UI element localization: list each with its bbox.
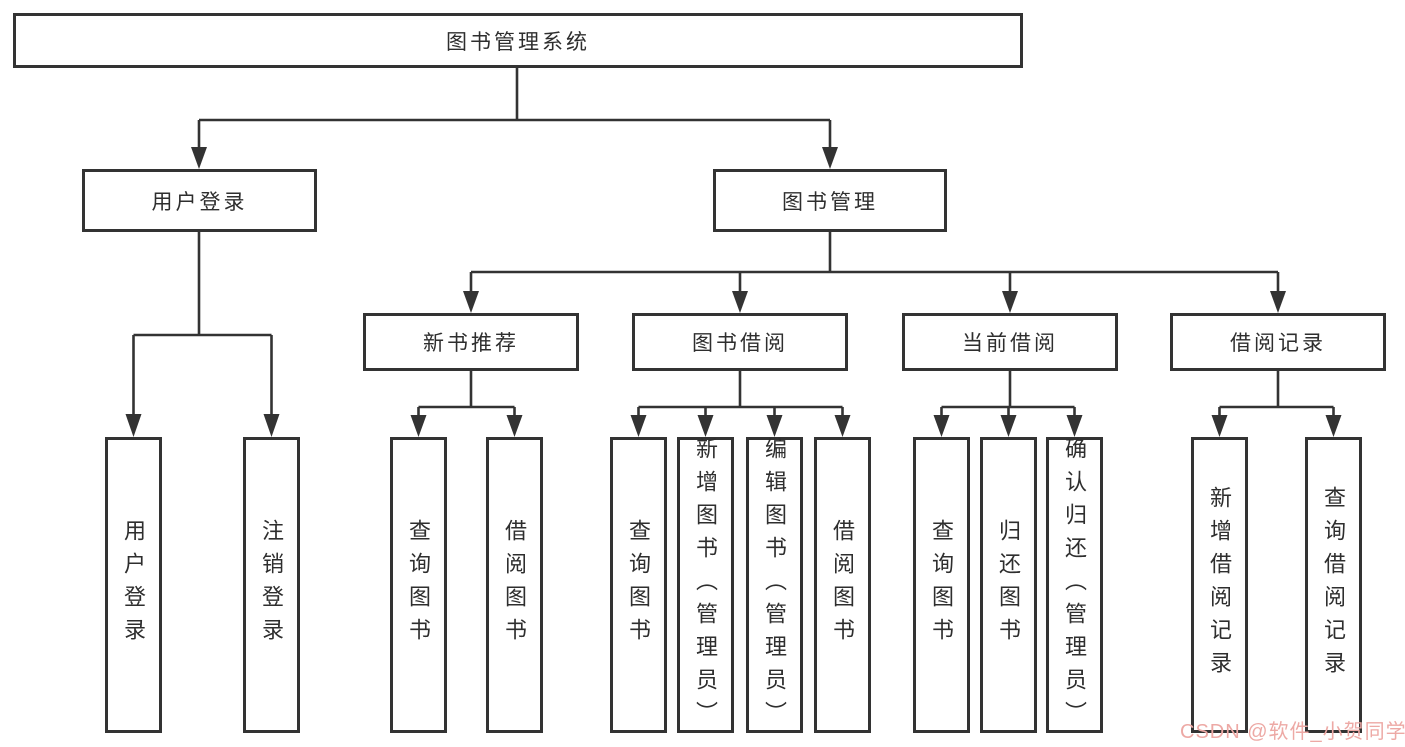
leaf-query-books-borrowing: 查询图书 [610, 437, 667, 733]
leaf-add-book-admin-label: 新增图书（管理员） [693, 436, 719, 734]
leaf-confirm-return-admin: 确认归还（管理员） [1046, 436, 1103, 734]
leaf-add-borrow-record-label: 新增借阅记录 [1207, 486, 1233, 684]
node-root-system: 图书管理系统 [13, 13, 1023, 68]
leaf-borrow-books-recommend: 借阅图书 [486, 437, 543, 733]
leaf-query-books-recommend: 查询图书 [390, 437, 447, 733]
node-book-borrowing: 图书借阅 [632, 313, 848, 371]
node-book-management-group: 图书管理 [713, 169, 947, 232]
leaf-borrow-books-borrowing: 借阅图书 [814, 437, 871, 733]
leaf-logout: 注销登录 [243, 437, 300, 733]
leaf-borrow-books-recommend-label: 借阅图书 [502, 519, 528, 651]
node-user-login-group: 用户登录 [82, 169, 317, 232]
leaf-return-book: 归还图书 [980, 437, 1037, 733]
leaf-query-books-current-label: 查询图书 [929, 519, 955, 651]
leaf-query-books-borrowing-label: 查询图书 [626, 519, 652, 651]
watermark: CSDN @软件_小贺同学 [1180, 721, 1405, 743]
leaf-borrow-books-borrowing-label: 借阅图书 [830, 519, 856, 651]
leaf-user-login-label: 用户登录 [121, 519, 147, 651]
node-borrowing-records: 借阅记录 [1170, 313, 1386, 371]
leaf-user-login: 用户登录 [105, 437, 162, 733]
node-new-book-recommend: 新书推荐 [363, 313, 579, 371]
node-current-borrowing: 当前借阅 [902, 313, 1118, 371]
leaf-add-borrow-record: 新增借阅记录 [1191, 437, 1248, 733]
leaf-confirm-return-admin-label: 确认归还（管理员） [1062, 436, 1088, 734]
leaf-query-borrow-record: 查询借阅记录 [1305, 437, 1362, 733]
leaf-query-books-recommend-label: 查询图书 [406, 519, 432, 651]
leaf-logout-label: 注销登录 [259, 519, 285, 651]
leaf-query-borrow-record-label: 查询借阅记录 [1321, 486, 1347, 684]
leaf-return-book-label: 归还图书 [996, 519, 1022, 651]
leaf-edit-book-admin: 编辑图书（管理员） [746, 436, 803, 734]
leaf-add-book-admin: 新增图书（管理员） [677, 436, 734, 734]
leaf-query-books-current: 查询图书 [913, 437, 970, 733]
leaf-edit-book-admin-label: 编辑图书（管理员） [762, 436, 788, 734]
